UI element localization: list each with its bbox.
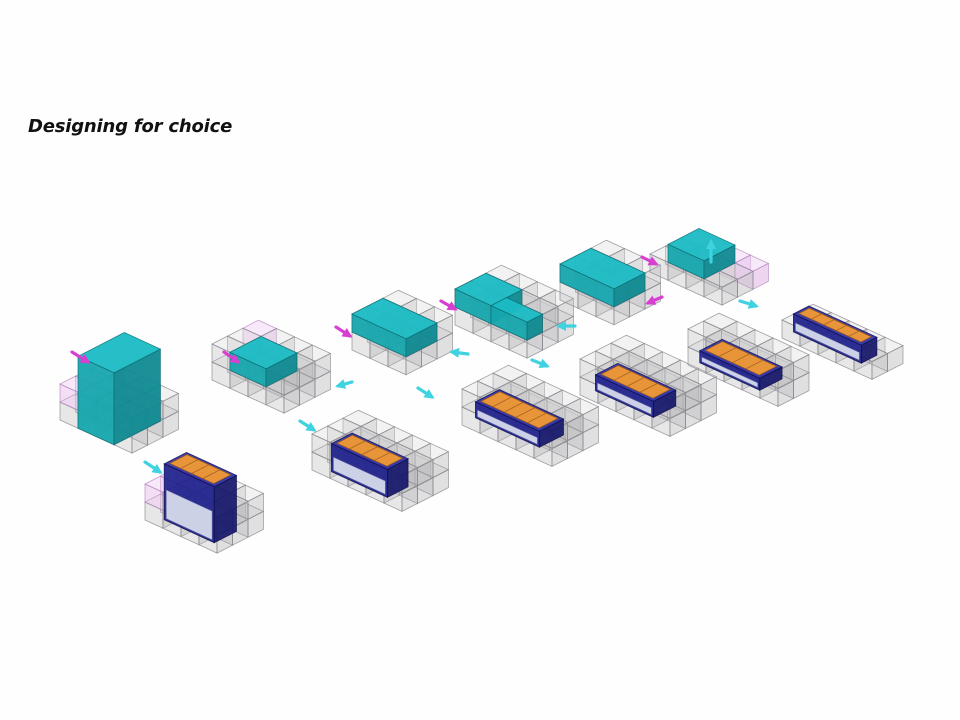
module-unit-2 [330, 432, 410, 499]
housing-module-5 [687, 312, 810, 408]
magenta-arrow-icon [70, 350, 91, 364]
magenta-arrow-icon [222, 350, 241, 364]
cyan-arrow-icon [449, 347, 470, 358]
module-unit-4 [594, 362, 677, 419]
cyan-arrow-icon [298, 419, 317, 432]
cyan-arrow-icon [706, 239, 716, 264]
volume-study-1 [59, 332, 180, 454]
cyan-arrow-icon [530, 358, 550, 368]
housing-module-1 [144, 451, 265, 554]
slide-title: Designing for choice [28, 116, 233, 137]
cyan-arrow-icon [143, 460, 163, 474]
housing-module-6 [781, 303, 904, 381]
housing-module-3 [461, 364, 600, 468]
magenta-arrow-icon [645, 295, 664, 305]
cyan-arrow-icon [335, 379, 354, 389]
cyan-arrow-icon [738, 299, 759, 309]
volume-study-5 [559, 239, 662, 326]
magenta-arrow-icon [334, 325, 353, 338]
volume-study-2 [211, 319, 332, 414]
flow-arrows [70, 239, 759, 474]
volume-study-3 [351, 289, 454, 376]
cyan-arrow-icon [416, 386, 435, 399]
module-unit-3 [474, 389, 565, 448]
module-unit-6 [792, 305, 878, 364]
housing-module-2 [311, 409, 450, 513]
volume-study-4 [454, 264, 575, 359]
module-unit-1 [163, 451, 238, 544]
housing-module-4 [579, 334, 718, 438]
cyan-arrow-icon [556, 321, 577, 331]
module-unit-5 [698, 338, 784, 391]
magenta-arrow-icon [439, 299, 458, 311]
volume-study-6 [649, 227, 770, 306]
magenta-arrow-icon [640, 255, 659, 266]
